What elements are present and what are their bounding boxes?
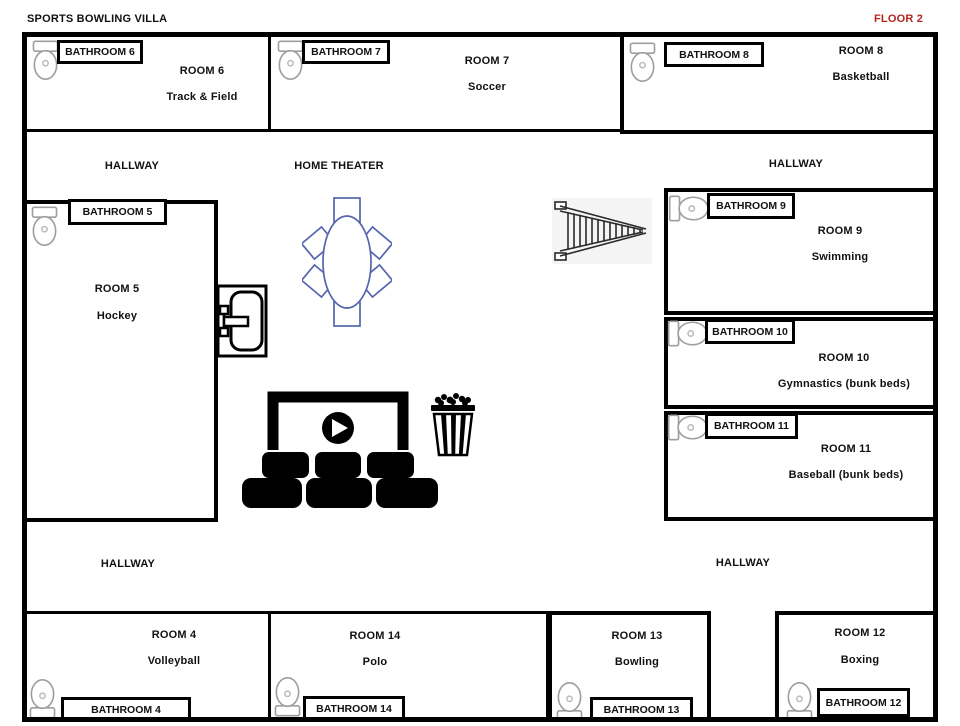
room-12-name: ROOM 12 [834,627,886,639]
toilet-icon [667,320,709,347]
stairs-icon [552,198,652,264]
toilet-icon [556,681,583,722]
bathroom-11-label: BATHROOM 11 [705,413,798,439]
bathroom-6-label: BATHROOM 6 [57,40,143,64]
bathroom-12-label: BATHROOM 12 [817,688,910,717]
room-11-name: ROOM 11 [820,443,872,455]
room-5-name: ROOM 5 [94,283,140,295]
movie-screen-play-icon [266,390,410,453]
popcorn-bucket-icon [430,391,476,457]
bathroom-9-label: BATHROOM 9 [707,193,795,219]
hallway-label: HALLWAY [100,558,156,570]
room-4-name: ROOM 4 [151,629,197,641]
toilet-icon [277,40,304,81]
room-14-name: ROOM 14 [349,630,401,642]
wall [268,611,271,722]
room-4-sport: Volleyball [147,655,201,667]
hallway-label: HALLWAY [715,557,771,569]
room-10-sport: Gymnastics (bunk beds) [777,378,911,390]
page-title: SPORTS BOWLING VILLA [27,13,168,25]
room-8-name: ROOM 8 [838,45,884,57]
dining-table-with-chairs-icon [302,196,392,328]
home-theater-label: HOME THEATER [294,160,384,172]
toilet-icon [786,681,813,722]
bathroom-5-label: BATHROOM 5 [68,199,167,225]
room-10-name: ROOM 10 [818,352,870,364]
toilet-icon [629,42,656,83]
bathroom-8-label: BATHROOM 8 [664,42,764,67]
wall [22,611,549,614]
room-5-box [22,200,218,522]
room-12-sport: Boxing [840,654,880,666]
room-5-sport: Hockey [96,310,138,322]
room-9-name: ROOM 9 [817,225,863,237]
toilet-icon [668,195,710,222]
room-11-sport: Baseball (bunk beds) [788,469,904,481]
room-13-name: ROOM 13 [611,630,663,642]
toilet-icon [274,676,301,717]
sink-icon [215,283,269,359]
room-9-sport: Swimming [811,251,869,263]
wall [268,32,271,132]
hallway-label: HALLWAY [104,160,160,172]
room-7-sport: Soccer [468,81,506,93]
toilet-icon [29,678,56,719]
room-13-sport: Bowling [614,656,660,668]
bathroom-7-label: BATHROOM 7 [302,40,390,64]
theater-seats-icon [242,450,438,508]
room-6-name: ROOM 6 [179,65,225,77]
bathroom-10-label: BATHROOM 10 [705,319,795,344]
room-14-sport: Polo [362,656,388,668]
room-7-name: ROOM 7 [464,55,510,67]
toilet-icon [667,414,709,441]
hallway-label: HALLWAY [768,158,824,170]
toilet-icon [32,40,59,81]
toilet-icon [31,206,58,247]
bathroom-14-label: BATHROOM 14 [303,696,405,722]
wall [546,611,549,722]
wall [22,129,622,132]
room-6-sport: Track & Field [166,91,238,103]
floor-badge: FLOOR 2 [874,13,924,25]
room-8-sport: Basketball [832,71,890,83]
bathroom-4-label: BATHROOM 4 [61,697,191,722]
bathroom-13-label: BATHROOM 13 [590,697,693,722]
